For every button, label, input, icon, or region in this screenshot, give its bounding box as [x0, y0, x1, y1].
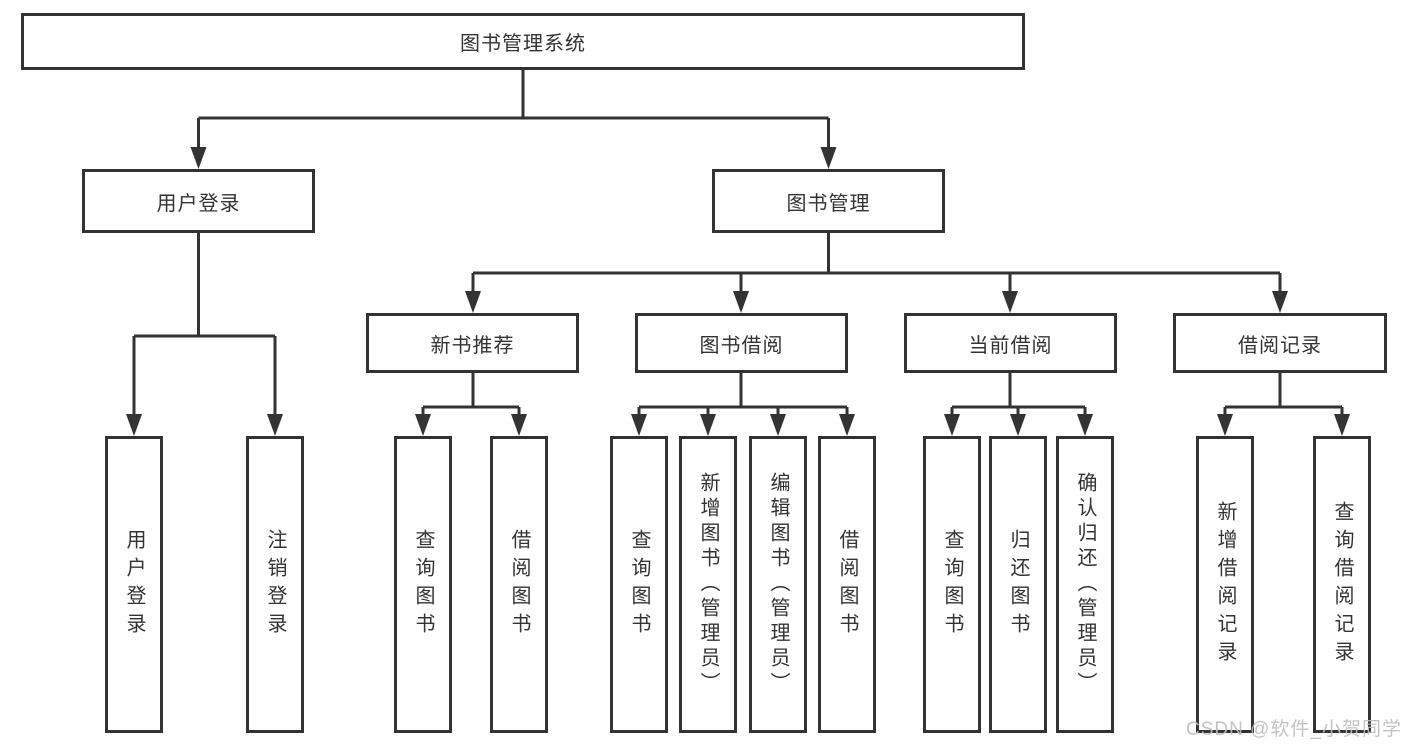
arrow-down-icon [465, 291, 481, 313]
leaf-borrow-query-books: 查询图书 [610, 436, 668, 733]
arrow-down-icon [1217, 414, 1233, 436]
leaf-recommend-query-books: 查询图书 [394, 436, 452, 733]
leaf-add-book-admin: 新增图书（管理员） [679, 436, 737, 733]
leaf-add-borrow-record: 新增借阅记录 [1196, 436, 1254, 733]
leaf-logout-label: 注销登录 [264, 528, 286, 641]
node-new-book-recommend-label: 新书推荐 [430, 334, 515, 357]
node-library-system-label: 图书管理系统 [460, 33, 586, 55]
node-book-management-label: 图书管理 [786, 192, 871, 215]
arrow-down-icon [1002, 291, 1018, 313]
node-borrow-records-label: 借阅记录 [1238, 334, 1322, 357]
leaf-return-book-label: 归还图书 [1007, 528, 1029, 641]
arrow-down-icon [126, 414, 142, 436]
leaf-query-borrow-record-label: 查询借阅记录 [1331, 500, 1353, 669]
arrow-down-icon [1077, 414, 1093, 436]
arrowheads [126, 147, 1350, 436]
arrow-down-icon [733, 291, 749, 313]
node-book-management: 图书管理 [712, 169, 945, 233]
node-current-borrow-label: 当前借阅 [968, 334, 1053, 357]
node-new-book-recommend: 新书推荐 [366, 313, 579, 373]
arrow-down-icon [820, 147, 837, 169]
leaf-recommend-borrow-book: 借阅图书 [490, 436, 548, 733]
leaf-current-query-books: 查询图书 [923, 436, 981, 733]
leaf-return-book: 归还图书 [989, 436, 1047, 733]
leaf-borrow-book: 借阅图书 [818, 436, 876, 733]
leaf-user-login: 用户登录 [105, 436, 163, 733]
leaf-edit-book-admin: 编辑图书（管理员） [749, 436, 807, 733]
leaf-query-borrow-record: 查询借阅记录 [1313, 436, 1371, 733]
csdn-watermark: CSDN @软件_小贺同学 [1186, 719, 1402, 740]
arrow-down-icon [415, 414, 431, 436]
leaf-logout: 注销登录 [246, 436, 304, 733]
leaf-add-borrow-record-label: 新增借阅记录 [1214, 500, 1236, 669]
leaf-recommend-query-books-label: 查询图书 [412, 528, 434, 641]
node-user-login-label: 用户登录 [156, 192, 241, 215]
arrow-down-icon [770, 414, 786, 436]
leaf-confirm-return-admin: 确认归还（管理员） [1056, 436, 1114, 733]
node-user-login: 用户登录 [82, 169, 315, 233]
arrow-down-icon [1272, 291, 1288, 313]
leaf-current-query-books-label: 查询图书 [941, 528, 963, 641]
leaf-borrow-book-label: 借阅图书 [836, 528, 858, 641]
leaf-borrow-query-books-label: 查询图书 [628, 528, 650, 641]
arrow-down-icon [631, 414, 647, 436]
node-book-borrow-label: 图书借阅 [699, 334, 784, 357]
arrow-down-icon [944, 414, 960, 436]
arrow-down-icon [1010, 414, 1026, 436]
tree-edges [132, 68, 1344, 418]
arrow-down-icon [190, 147, 207, 169]
leaf-user-login-label: 用户登录 [123, 528, 145, 641]
leaf-confirm-return-admin-label: 确认归还（管理员） [1074, 472, 1096, 697]
leaf-edit-book-admin-label: 编辑图书（管理员） [767, 472, 789, 697]
arrow-down-icon [839, 414, 855, 436]
arrow-down-icon [267, 414, 283, 436]
arrow-down-icon [700, 414, 716, 436]
node-book-borrow: 图书借阅 [635, 313, 848, 373]
node-current-borrow: 当前借阅 [904, 313, 1117, 373]
leaf-recommend-borrow-book-label: 借阅图书 [508, 528, 530, 641]
node-borrow-records: 借阅记录 [1173, 313, 1387, 373]
arrow-down-icon [1334, 414, 1350, 436]
arrow-down-icon [511, 414, 527, 436]
node-library-system: 图书管理系统 [21, 13, 1025, 70]
leaf-add-book-admin-label: 新增图书（管理员） [697, 472, 719, 697]
